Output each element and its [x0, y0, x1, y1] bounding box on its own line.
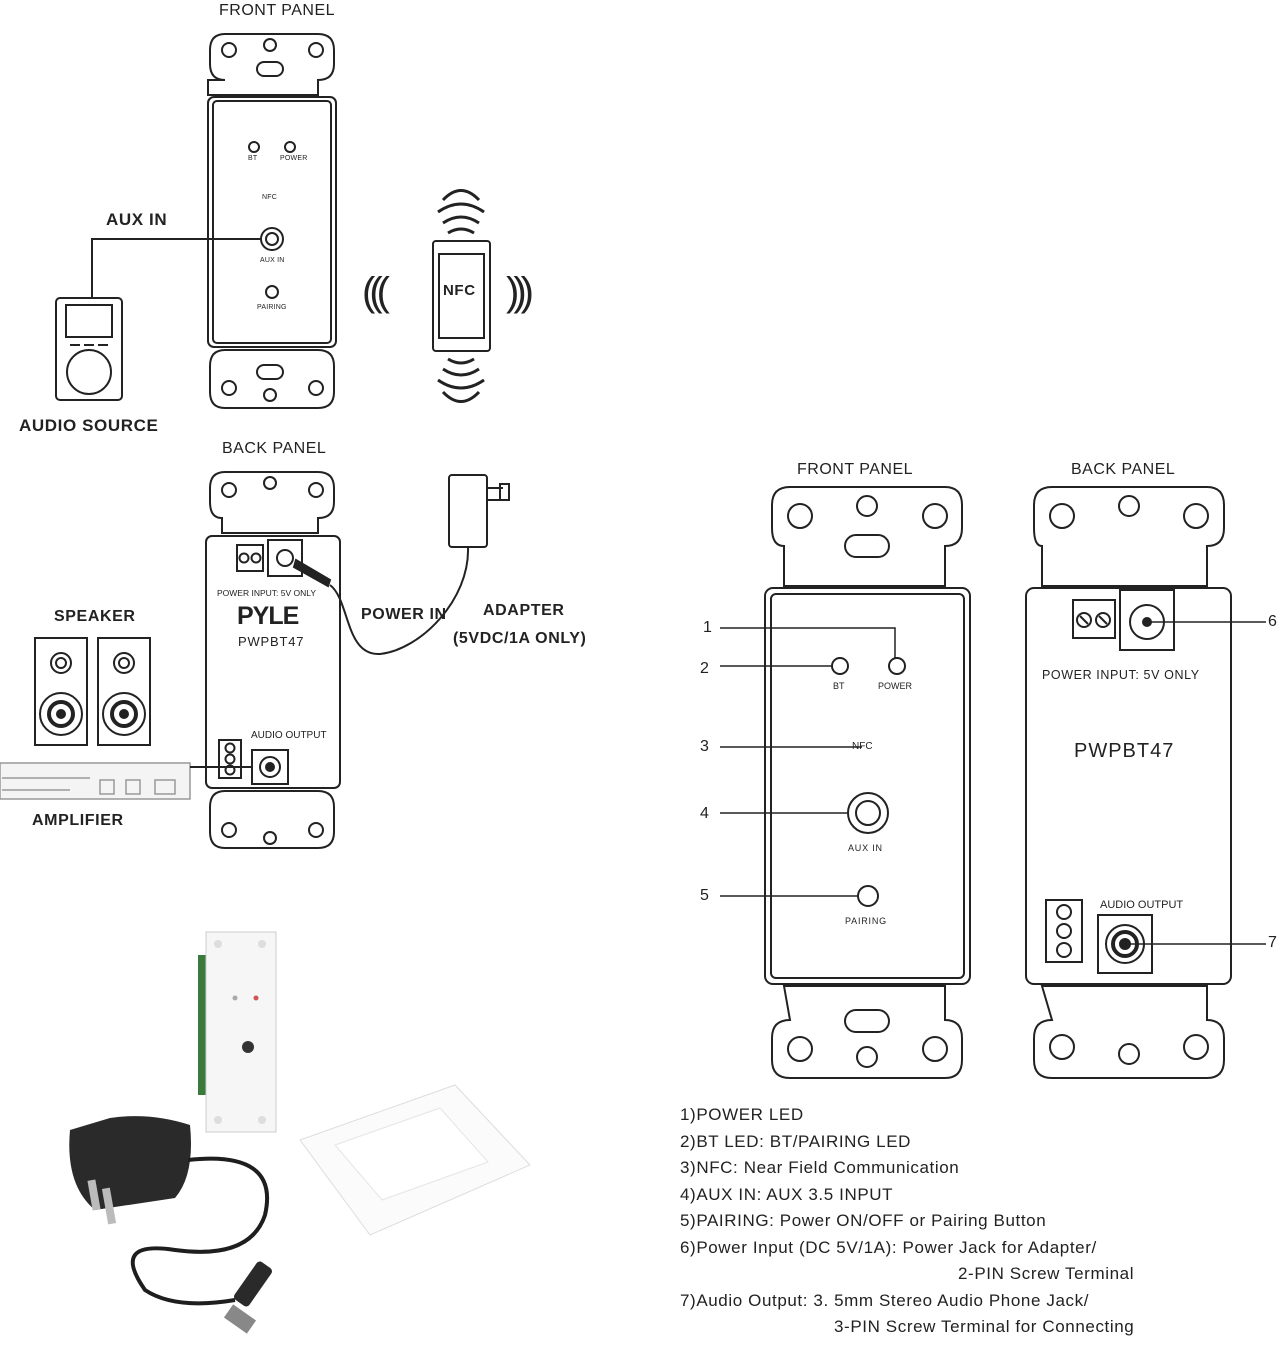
- pyle-logo: PYLE: [237, 602, 299, 630]
- legend-item-7: 7)Audio Output: 3. 5mm Stereo Audio Phon…: [680, 1290, 1090, 1310]
- detail-back-power-input-label: POWER INPUT: 5V ONLY: [1042, 668, 1200, 682]
- callout-5: 5: [700, 887, 709, 904]
- callout-2: 2: [700, 660, 709, 677]
- detail-back-panel-plate: [1025, 486, 1232, 1079]
- legend-item-6-cont: 2-PIN Screw Terminal: [958, 1264, 1135, 1283]
- nfc-wave-left-icon: (((: [362, 270, 390, 314]
- top-back-model-label: PWPBT47: [238, 634, 305, 649]
- photo-wall-plate-module: [198, 931, 277, 1133]
- detail-front-power-label: POWER: [878, 681, 913, 691]
- product-photo: [69, 931, 531, 1334]
- nfc-phone-label: NFC: [443, 282, 476, 299]
- top-back-power-input-label: POWER INPUT: 5V ONLY: [217, 588, 317, 598]
- speaker-left: [34, 637, 88, 746]
- detail-front-panel-plate: [764, 486, 971, 1079]
- detail-front-panel-title: FRONT PANEL: [797, 461, 914, 478]
- audio-source-device: [55, 297, 123, 401]
- amplifier-label: AMPLIFIER: [32, 812, 124, 829]
- speaker-right: [97, 637, 151, 746]
- adapter-label: ADAPTER: [483, 602, 565, 619]
- detail-back-panel-title: BACK PANEL: [1071, 461, 1176, 478]
- legend-item-2: 2)BT LED: BT/PAIRING LED: [680, 1131, 912, 1151]
- callout-lines: [720, 621, 1266, 945]
- audio-source-label: AUDIO SOURCE: [19, 416, 159, 435]
- feature-legend: 1)POWER LED 2)BT LED: BT/PAIRING LED 3)N…: [680, 1102, 1134, 1341]
- adapter-spec-label: (5VDC/1A ONLY): [453, 630, 587, 647]
- photo-power-adapter: [69, 1116, 272, 1334]
- top-front-nfc-label: NFC: [262, 194, 277, 201]
- nfc-waves: [437, 189, 485, 403]
- top-front-bt-label: BT: [248, 155, 258, 162]
- legend-item-5: 5)PAIRING: Power ON/OFF or Pairing Butto…: [680, 1211, 1047, 1230]
- aux-in-cable: [91, 238, 261, 298]
- top-back-panel-title: BACK PANEL: [222, 440, 327, 457]
- speaker-label: SPEAKER: [54, 608, 136, 625]
- power-in-label: POWER IN: [361, 606, 447, 623]
- top-back-audio-output-label: AUDIO OUTPUT: [251, 730, 327, 741]
- top-back-panel-plate: [205, 471, 341, 849]
- detail-back-model-label: PWPBT47: [1074, 740, 1175, 762]
- power-adapter: [448, 474, 510, 548]
- top-front-aux-label: AUX IN: [260, 257, 285, 264]
- legend-item-1: 1)POWER LED: [680, 1105, 804, 1124]
- photo-cover-plate: [299, 1084, 531, 1236]
- callout-6: 6: [1268, 613, 1277, 630]
- top-front-power-label: POWER: [280, 155, 308, 162]
- top-front-panel-title: FRONT PANEL: [219, 2, 336, 19]
- top-front-pairing-label: PAIRING: [257, 304, 287, 311]
- legend-item-4: 4)AUX IN: AUX 3.5 INPUT: [680, 1184, 894, 1204]
- nfc-phone: [432, 240, 491, 352]
- legend-item-3: 3)NFC: Near Field Communication: [680, 1158, 960, 1177]
- detail-front-aux-label: AUX IN: [848, 843, 883, 853]
- callout-3: 3: [700, 738, 709, 755]
- legend-item-7-cont: 3-PIN Screw Terminal for Connecting: [834, 1317, 1135, 1336]
- callout-1: 1: [703, 619, 712, 636]
- amplifier-unit: [0, 762, 191, 800]
- detail-front-bt-label: BT: [833, 681, 845, 691]
- adapter-cable: [329, 546, 470, 656]
- callout-4: 4: [700, 805, 709, 822]
- detail-back-audio-output-label: AUDIO OUTPUT: [1100, 899, 1184, 911]
- aux-in-label: AUX IN: [106, 210, 168, 229]
- top-front-panel-plate: [207, 33, 337, 409]
- detail-front-pairing-label: PAIRING: [845, 916, 887, 926]
- dc-plug: [292, 558, 332, 588]
- nfc-wave-right-icon: ))): [506, 270, 534, 314]
- legend-item-6: 6)Power Input (DC 5V/1A): Power Jack for…: [680, 1237, 1097, 1257]
- detail-front-nfc-label: NFC: [852, 741, 873, 752]
- callout-7: 7: [1268, 934, 1277, 951]
